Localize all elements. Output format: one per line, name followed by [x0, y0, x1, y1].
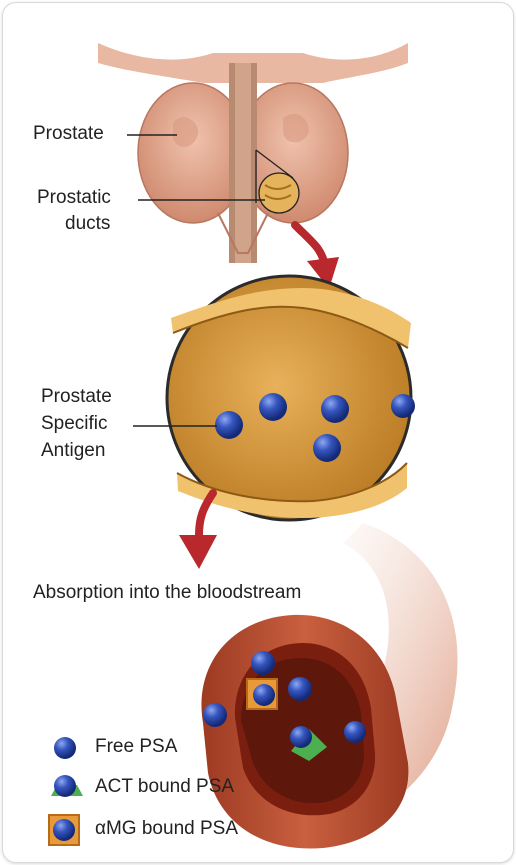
psa-label-line2: Specific: [41, 412, 108, 436]
amg-bound-psa-icon: [49, 815, 79, 845]
act-bound-psa-icon: [51, 775, 83, 797]
legend-label: Free PSA: [95, 736, 177, 758]
prostate-gland: [98, 43, 408, 263]
psa-molecule: [391, 394, 415, 418]
absorption-label: Absorption into the bloodstream: [33, 581, 301, 605]
psa-molecule: [215, 411, 243, 439]
psa-molecule: [259, 393, 287, 421]
psa-molecule: [313, 434, 341, 462]
free-psa-icon: [54, 737, 76, 759]
red-arrow-down-2: [179, 493, 217, 569]
prostatic-ducts-label-line2: ducts: [65, 212, 110, 236]
prostate-label: Prostate: [33, 122, 104, 146]
psa-molecule: [321, 395, 349, 423]
legend-label: ACT bound PSA: [95, 776, 234, 798]
psa-label-line1: Prostate: [41, 385, 112, 409]
psa-label-line3: Antigen: [41, 439, 105, 463]
blood-vessel: [201, 523, 457, 849]
zoom-circle: [167, 276, 415, 520]
legend-label: αMG bound PSA: [95, 818, 238, 840]
prostatic-ducts-label-line1: Prostatic: [37, 186, 111, 210]
